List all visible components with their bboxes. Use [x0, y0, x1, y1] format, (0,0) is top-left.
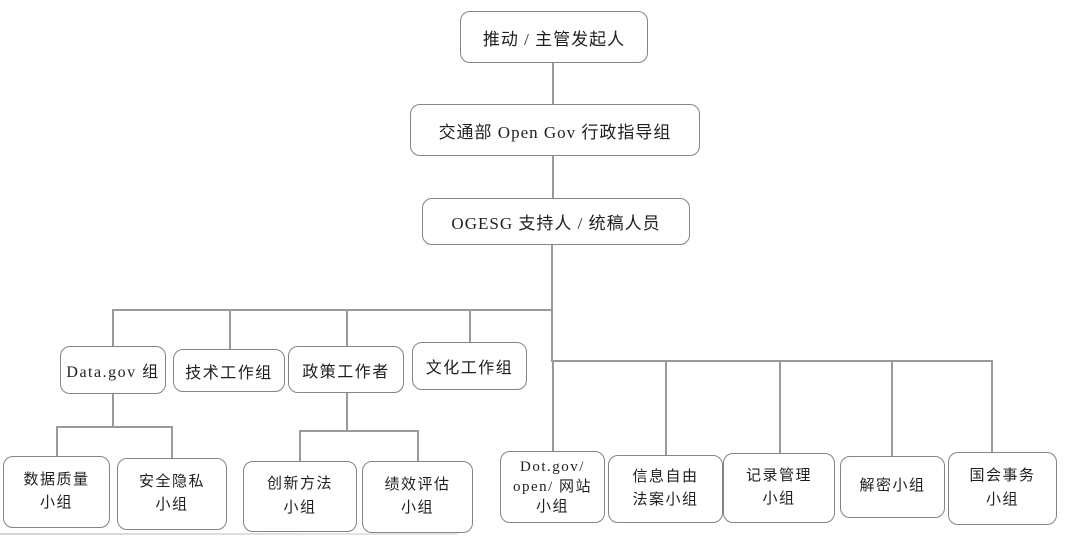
org-node-security-privacy: 安全隐私 小组 — [117, 458, 227, 530]
org-node-declassification: 解密小组 — [840, 456, 945, 518]
org-node-congress: 国会事务 小组 — [948, 452, 1057, 525]
connector-line — [552, 360, 554, 451]
org-node-label: 国会事务 小组 — [969, 468, 1036, 508]
connector-line — [552, 63, 554, 104]
connector-line — [299, 430, 301, 461]
connector-line — [551, 360, 992, 362]
page-edge-rule — [0, 533, 458, 535]
org-node-label: 安全隐私 小组 — [138, 473, 205, 513]
org-node-label: 绩效评估 小组 — [384, 476, 451, 516]
connector-line — [112, 309, 552, 311]
connector-line — [229, 309, 231, 349]
org-node-label: Data.gov 组 — [66, 364, 160, 381]
org-node-datagov: Data.gov 组 — [60, 346, 166, 394]
org-node-sponsor: 推动 / 主管发起人 — [460, 11, 648, 63]
org-node-label: 文化工作组 — [425, 360, 514, 377]
org-node-label: 信息自由 法案小组 — [632, 468, 699, 508]
connector-line — [299, 430, 418, 432]
org-node-ogesg: OGESG 支持人 / 统稿人员 — [422, 198, 690, 245]
org-node-foia: 信息自由 法案小组 — [608, 455, 723, 523]
org-node-innovation: 创新方法 小组 — [243, 461, 357, 532]
org-node-label: 记录管理 小组 — [745, 467, 812, 507]
connector-line — [56, 426, 58, 456]
org-node-label: Dot.gov/ open/ 网站 小组 — [512, 458, 593, 516]
org-node-dotgov-web: Dot.gov/ open/ 网站 小组 — [500, 451, 605, 523]
connector-line — [551, 245, 553, 362]
org-node-label: 创新方法 小组 — [266, 476, 333, 516]
connector-line — [346, 393, 348, 430]
connector-line — [891, 360, 893, 456]
org-node-label: 推动 / 主管发起人 — [482, 29, 626, 49]
org-node-records: 记录管理 小组 — [723, 453, 835, 523]
org-node-label: 交通部 Open Gov 行政指导组 — [438, 122, 672, 142]
org-node-culture: 文化工作组 — [412, 342, 527, 390]
org-node-label: OGESG 支持人 / 统稿人员 — [451, 214, 661, 233]
connector-line — [779, 360, 781, 453]
connector-line — [171, 426, 173, 458]
org-node-performance: 绩效评估 小组 — [362, 461, 473, 533]
connector-line — [469, 309, 471, 342]
connector-line — [346, 309, 348, 346]
org-node-label: 数据质量 小组 — [23, 471, 90, 511]
org-node-label: 解密小组 — [859, 478, 926, 495]
connector-line — [112, 309, 114, 346]
connector-line — [417, 430, 419, 461]
connector-line — [56, 426, 173, 428]
connector-line — [112, 394, 114, 426]
org-node-label: 技术工作组 — [185, 364, 273, 382]
org-node-steering: 交通部 Open Gov 行政指导组 — [410, 104, 700, 156]
org-node-label: 政策工作者 — [302, 363, 390, 381]
org-node-policy: 政策工作者 — [288, 346, 404, 393]
org-node-tech: 技术工作组 — [173, 349, 285, 392]
org-node-data-quality: 数据质量 小组 — [3, 456, 110, 528]
connector-line — [991, 360, 993, 452]
connector-line — [552, 156, 554, 198]
connector-line — [665, 360, 667, 455]
